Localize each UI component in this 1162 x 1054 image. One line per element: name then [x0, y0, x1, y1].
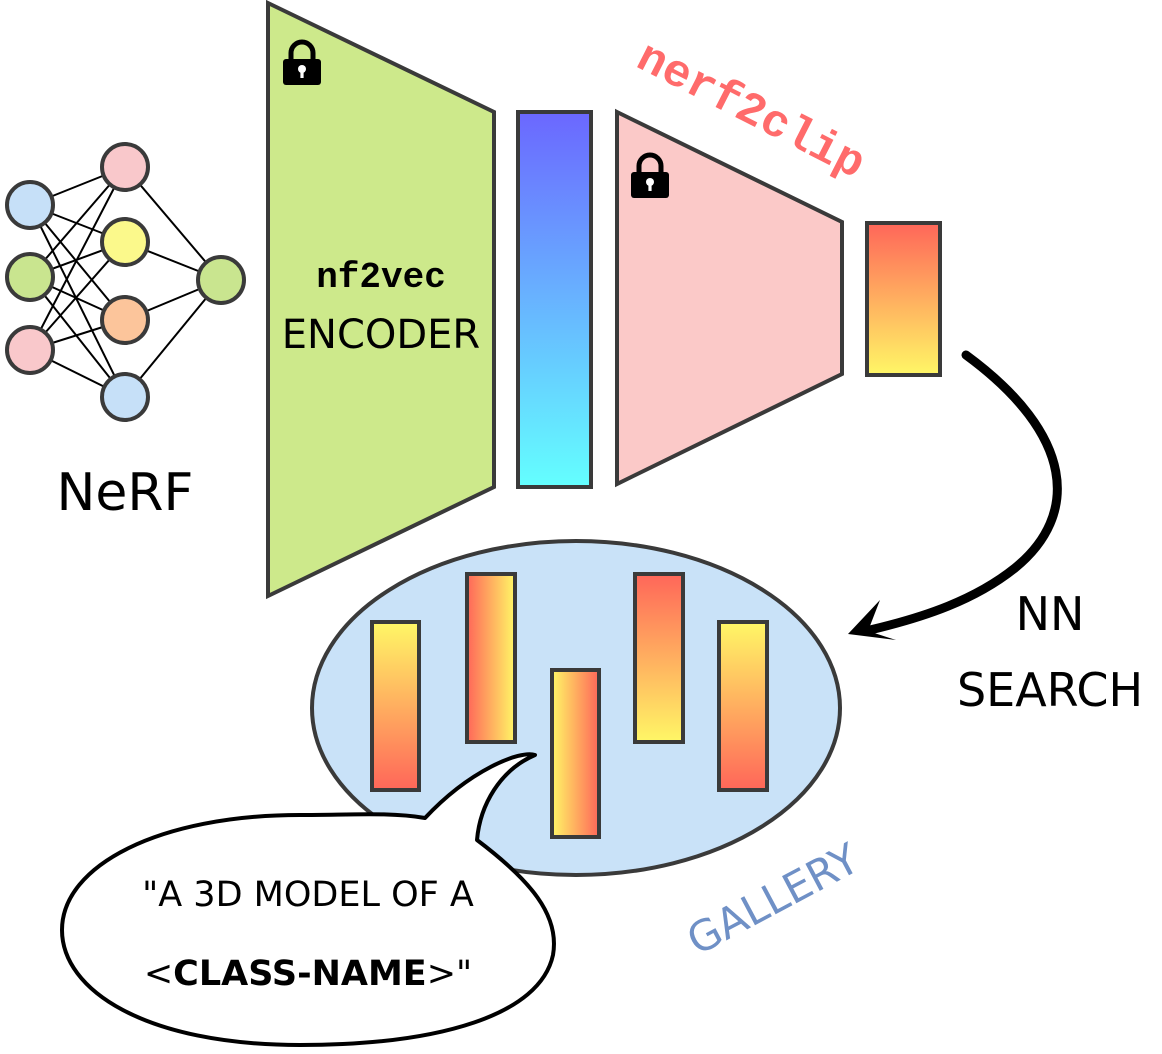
- gallery-embedding: [550, 668, 601, 839]
- speech-bubble-open: <: [144, 954, 173, 994]
- speech-bubble-class-name: CLASS-NAME: [173, 954, 427, 994]
- nerf-input-node: [5, 180, 55, 230]
- nerf-hidden-node: [100, 142, 150, 192]
- nn-search-arrow: [848, 350, 1062, 640]
- nerf-hidden-node: [100, 295, 150, 345]
- nf2vec-encoder: nf2vec ENCODER: [266, 0, 496, 600]
- speech-bubble-close: >": [427, 954, 472, 994]
- nerf-network: NeRF: [5, 142, 246, 523]
- nerf-hidden-node: [100, 372, 150, 422]
- gallery-embedding: [633, 572, 685, 744]
- nerf-hidden-node: [100, 217, 150, 267]
- nerf2clip-network: nerf2clip: [615, 32, 873, 488]
- encoder-label: ENCODER: [282, 312, 480, 358]
- speech-bubble-line1: "A 3D MODEL OF A: [142, 875, 474, 915]
- nerf-edges: [29, 166, 222, 398]
- nerf-input-node: [5, 325, 55, 375]
- nn-search-label-line1: NN: [1016, 587, 1085, 641]
- gallery-embedding: [370, 620, 421, 792]
- nerf-label: NeRF: [57, 463, 194, 523]
- gallery-embedding: [465, 572, 517, 744]
- speech-bubble: "A 3D MODEL OF A <CLASS-NAME>": [60, 752, 556, 1047]
- gallery-embedding: [717, 620, 769, 792]
- nerf-input-node: [5, 252, 55, 302]
- nf2vec-embedding: [516, 110, 593, 489]
- nn-search-label-line2: SEARCH: [957, 663, 1143, 717]
- clip-embedding: [865, 221, 942, 377]
- speech-bubble-line2: <CLASS-NAME>": [144, 954, 472, 994]
- nerf-output-node: [196, 255, 246, 305]
- encoder-name: nf2vec: [316, 257, 446, 298]
